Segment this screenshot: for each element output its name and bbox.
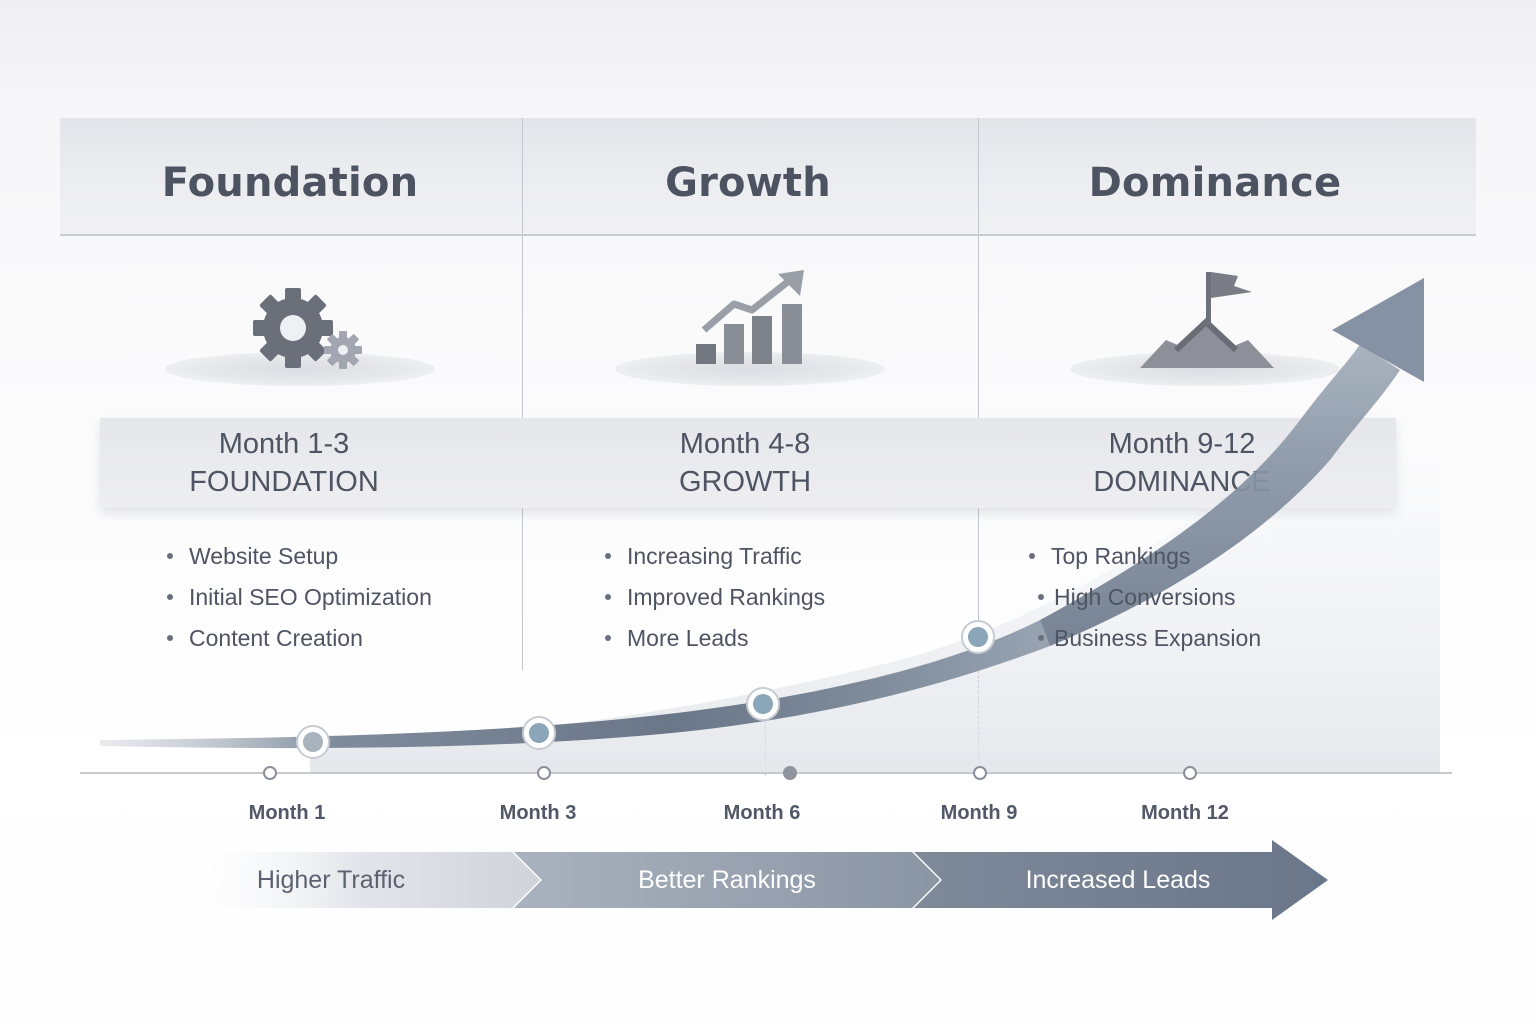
phase-title-growth: Growth [665,160,831,206]
bullet-dot [605,635,611,641]
list-item-text: Website Setup [189,543,339,569]
bullet-dot [167,553,173,559]
curve-marker-month-1 [296,725,330,759]
phase-header-band [60,118,1476,236]
list-item: Top Rankings [1027,542,1261,583]
bullet-dot [1038,635,1044,641]
axis-tick-month-1 [263,766,277,780]
bullet-list-foundation: Website Setup Initial SEO Optimization C… [165,542,432,665]
axis-label-month-9: Month 9 [940,802,1018,824]
axis-tick-month-9 [973,766,987,780]
bullet-list-growth: Increasing Traffic Improved Rankings Mor… [603,542,825,665]
column-divider [978,118,979,670]
month-range-dominance: Month 9-12 [1108,428,1256,460]
list-item: Initial SEO Optimization [165,583,432,624]
list-item-text: High Conversions [1054,584,1236,610]
axis-tick-month-3 [537,766,551,780]
month-range-band [100,418,1396,508]
axis-label-month-1: Month 1 [248,802,326,824]
list-item: Improved Rankings [603,583,825,624]
list-item: Content Creation [165,624,432,665]
list-item-text: Initial SEO Optimization [189,584,432,610]
month-range-foundation: Month 1-3 [218,428,350,460]
bar-chart-trend-icon [696,270,804,364]
curve-marker-month-9 [961,620,995,654]
band-label-growth: GROWTH [678,466,812,498]
curve-marker-month-3 [522,716,556,750]
bullet-list-dominance: Top Rankings High Conversions Business E… [1027,542,1261,665]
outcome-arrow-segment-1 [176,852,540,908]
list-item-text: Business Expansion [1054,625,1262,651]
outcome-arrow-segment-3 [914,840,1328,920]
phase-title-dominance: Dominance [1088,160,1342,206]
band-label-foundation: FOUNDATION [189,466,379,498]
icon-shadow [615,352,885,386]
column-divider [522,118,523,670]
month-range-growth: Month 4-8 [679,428,811,460]
bullet-dot [167,635,173,641]
axis-label-month-12: Month 12 [1141,802,1229,824]
list-item-text: Increasing Traffic [627,543,802,569]
bullet-dot [1038,594,1044,600]
list-item: High Conversions [1027,583,1261,624]
list-item-text: Content Creation [189,625,363,651]
outcome-label-increased-leads: Increased Leads [1025,866,1211,894]
outcome-arrow-segment-2 [514,852,940,908]
gears-icon [253,288,362,369]
bullet-dot [605,553,611,559]
curve-marker-month-6 [746,687,780,721]
list-item-text: Top Rankings [1051,543,1191,569]
bullet-dot [1029,553,1035,559]
list-item: Website Setup [165,542,432,583]
outcome-label-higher-traffic: Higher Traffic [256,866,406,894]
mountain-flag-icon [1140,272,1274,368]
phase-title-foundation: Foundation [161,160,419,206]
list-item: Business Expansion [1027,624,1261,665]
bullet-dot [167,594,173,600]
list-item: Increasing Traffic [603,542,825,583]
list-item-text: Improved Rankings [627,584,826,610]
bullet-dot [605,594,611,600]
axis-tick-month-12 [1183,766,1197,780]
list-item: More Leads [603,624,825,665]
axis-label-month-6: Month 6 [723,802,801,824]
outcome-label-better-rankings: Better Rankings [638,866,816,894]
axis-tick-month-6 [783,766,797,780]
axis-label-month-3: Month 3 [499,802,577,824]
list-item-text: More Leads [627,625,749,651]
